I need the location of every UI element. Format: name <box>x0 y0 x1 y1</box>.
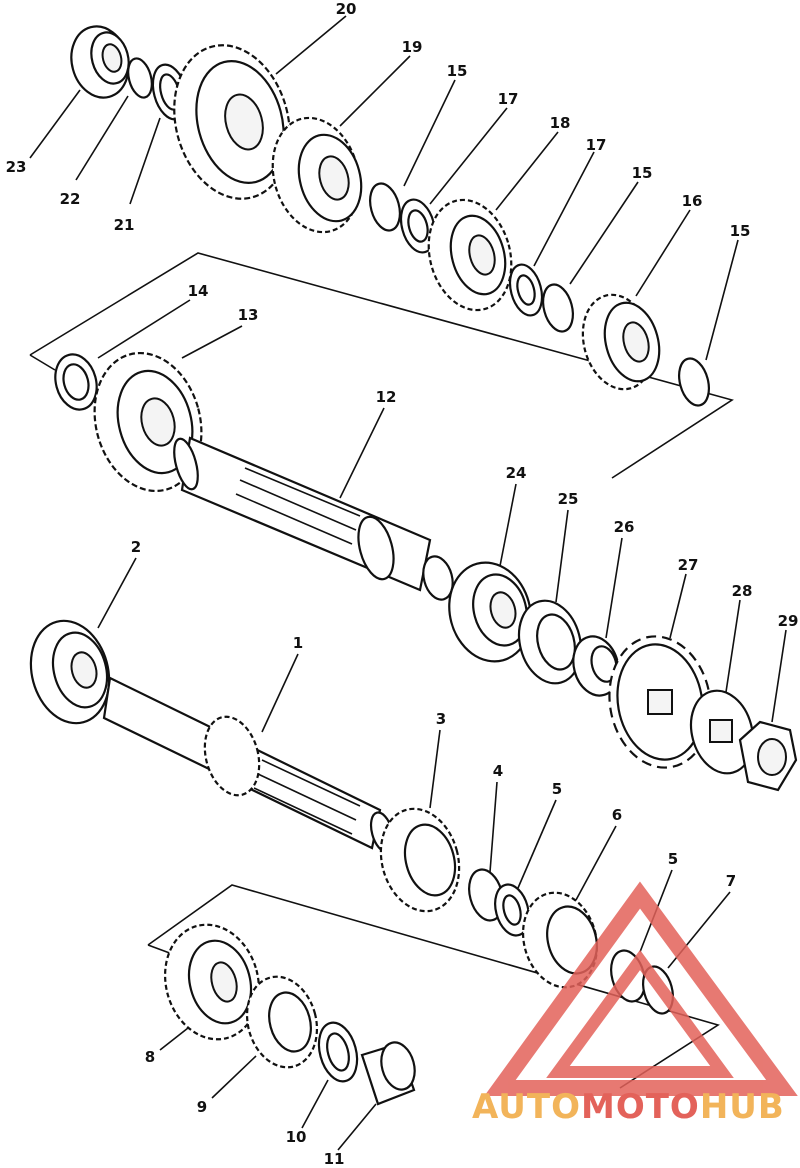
callout-24: 24 <box>506 464 527 482</box>
callout-15-a: 15 <box>447 62 468 80</box>
callout-9: 9 <box>197 1098 207 1116</box>
part-22-washer <box>127 57 153 99</box>
part-28-lock-washer <box>689 689 755 775</box>
callout-18: 18 <box>550 114 571 132</box>
upper-frame-tick <box>29 354 56 371</box>
callout-27: 27 <box>678 556 699 574</box>
callout-labels: 1 2 3 4 5 6 5 7 8 9 10 11 12 13 14 15 17… <box>6 0 799 1168</box>
part-15-circlip-a <box>369 182 401 232</box>
leader-lines <box>29 15 787 1151</box>
callout-5-b: 5 <box>668 850 678 868</box>
part-26-collar <box>572 635 620 697</box>
callout-25: 25 <box>558 490 579 508</box>
part-24-bearing <box>448 561 532 663</box>
callout-14: 14 <box>188 282 209 300</box>
part-6-gear <box>521 891 599 989</box>
callout-19: 19 <box>402 38 423 56</box>
callout-13: 13 <box>238 306 259 324</box>
part-1-drive-axle <box>102 676 395 853</box>
part-12-main-axle <box>173 436 454 601</box>
callout-10: 10 <box>286 1128 307 1146</box>
callout-16: 16 <box>682 192 703 210</box>
part-27-sprocket <box>608 635 712 769</box>
callout-17-a: 17 <box>498 90 519 108</box>
part-9-gear <box>245 975 319 1069</box>
callout-28: 28 <box>732 582 753 600</box>
upper-group-frame <box>29 252 734 479</box>
part-29-nut <box>738 720 798 792</box>
part-15-circlip-c <box>678 357 710 407</box>
part-23-bearing <box>70 25 130 99</box>
part-16-gear <box>581 293 661 391</box>
lower-group-frame <box>147 884 720 1089</box>
part-19-gear <box>271 116 363 234</box>
callout-6: 6 <box>612 806 622 824</box>
watermark-triangle-icon <box>484 881 798 1096</box>
part-25-oil-seal <box>517 599 583 685</box>
part-8-gear <box>164 923 260 1041</box>
callout-20: 20 <box>336 0 357 18</box>
callout-12: 12 <box>376 388 397 406</box>
callout-7: 7 <box>726 872 736 890</box>
callout-29: 29 <box>778 612 799 630</box>
callout-2: 2 <box>131 538 141 556</box>
part-3-gear <box>379 807 461 913</box>
callout-4: 4 <box>493 762 503 780</box>
callout-26: 26 <box>614 518 635 536</box>
part-15-circlip-b <box>542 283 574 333</box>
callout-3: 3 <box>436 710 446 728</box>
callout-1: 1 <box>293 634 303 652</box>
callout-15-b: 15 <box>632 164 653 182</box>
callout-21: 21 <box>114 216 135 234</box>
callout-17-b: 17 <box>586 136 607 154</box>
part-2-bearing <box>29 619 111 725</box>
part-11-bushing <box>360 1041 416 1106</box>
callout-23: 23 <box>6 158 27 176</box>
part-18-gear <box>427 198 513 312</box>
watermark-text: AUTOMOTOHUB <box>472 1087 785 1127</box>
callout-8: 8 <box>145 1048 155 1066</box>
callout-22: 22 <box>60 190 81 208</box>
callout-11: 11 <box>324 1150 345 1168</box>
callout-15-c: 15 <box>730 222 751 240</box>
watermark-logo <box>484 881 798 1096</box>
part-20-gear <box>173 44 291 200</box>
callout-5-a: 5 <box>552 780 562 798</box>
